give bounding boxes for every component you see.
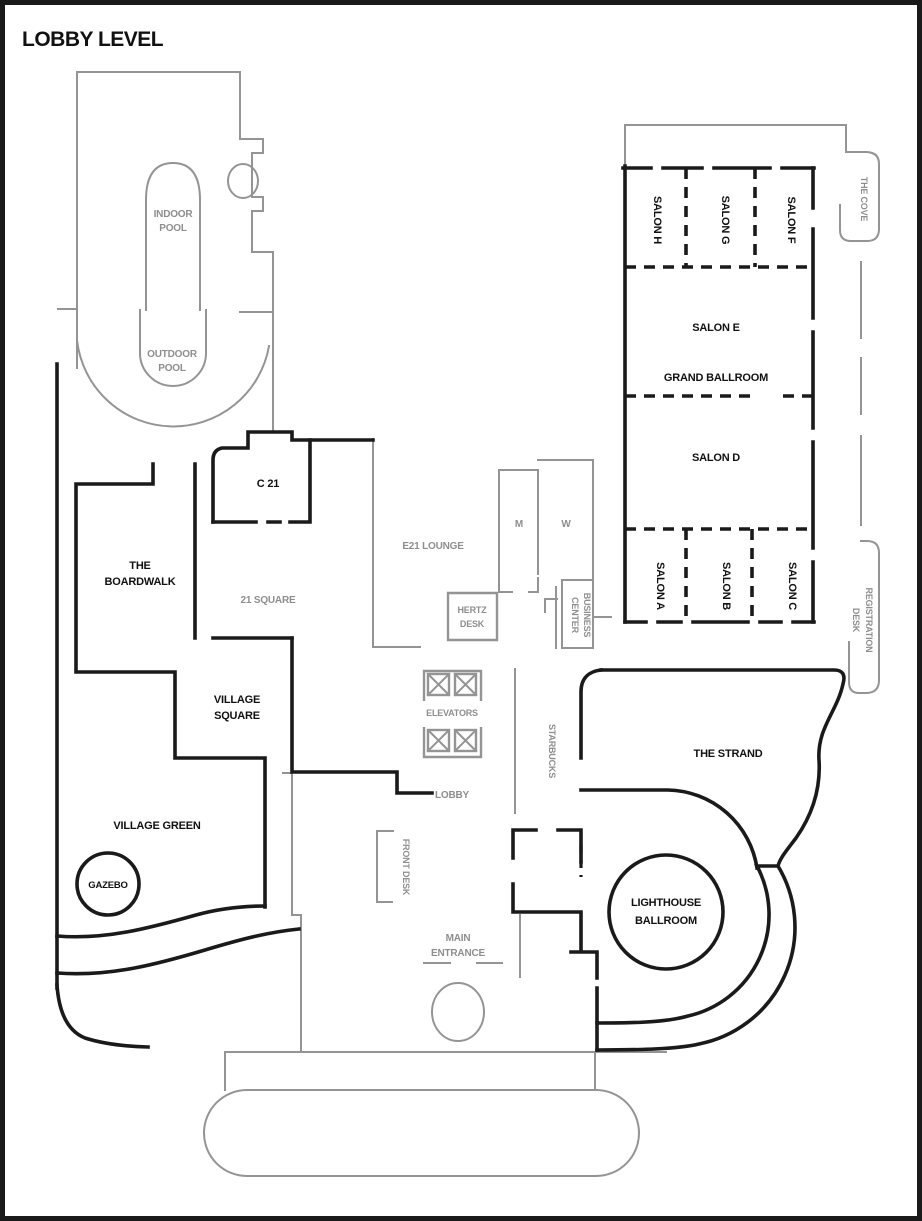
gray-building-outline xyxy=(57,71,880,1177)
revolving-door xyxy=(431,982,485,1042)
label-registration-desk: REGISTRATION xyxy=(864,588,874,653)
entrance-vestibule-walls xyxy=(511,828,599,1052)
label-registration-desk-2: DESK xyxy=(851,608,861,633)
boardwalk-west-walls xyxy=(74,462,267,909)
elevator-car-icon xyxy=(426,728,478,753)
e21-lounge-wall xyxy=(372,438,421,648)
label-main-entrance: MAIN xyxy=(446,933,471,944)
label-the-boardwalk-2: BOARDWALK xyxy=(105,576,176,588)
outdoor-pool-shape xyxy=(139,309,207,387)
label-salon-g: SALON G xyxy=(719,196,731,245)
village-green-path-lower xyxy=(55,927,301,976)
indoor-pool-shape xyxy=(145,161,201,311)
label-salon-a: SALON A xyxy=(654,562,666,610)
village-east-wall xyxy=(282,772,302,1053)
pool-deck-ticks xyxy=(57,308,274,313)
strand-west-wall xyxy=(579,668,603,760)
label-hertz-desk-2: DESK xyxy=(460,619,485,629)
label-outdoor-pool-2: POOL xyxy=(158,363,186,374)
pool-tower-outline xyxy=(76,71,274,431)
label-salon-d: SALON D xyxy=(692,452,740,464)
label-21-square: 21 SQUARE xyxy=(241,595,296,606)
label-business-center: BUSINESS xyxy=(582,593,592,638)
label-front-desk: FRONT DESK xyxy=(401,839,411,896)
page-title: LOBBY LEVEL xyxy=(22,28,164,51)
strand-inner-arc xyxy=(579,788,760,871)
elevator-car-icon xyxy=(426,672,478,697)
label-gazebo: GAZEBO xyxy=(88,880,127,891)
label-indoor-pool-2: POOL xyxy=(159,223,187,234)
village-green-path-upper xyxy=(55,904,267,939)
label-indoor-pool: INDOOR xyxy=(154,209,194,220)
ballroom-prefunction-outline xyxy=(624,124,867,167)
village-green-path-tail xyxy=(55,983,150,1049)
pool-deck-arc xyxy=(75,338,271,428)
mens-room-walls xyxy=(498,469,539,593)
label-grand-ballroom: GRAND BALLROOM xyxy=(664,372,768,384)
lighthouse-ballroom-circle xyxy=(607,853,725,971)
strand-outer-wall xyxy=(595,668,846,1052)
label-the-cove: THE COVE xyxy=(859,177,869,222)
driveway-canopy xyxy=(224,1051,667,1091)
elevator-bank-bottom-bracket xyxy=(422,727,483,759)
label-mens-room: M xyxy=(515,519,523,530)
label-hertz-desk: HERTZ xyxy=(458,605,488,615)
label-e21-lounge: E21 LOUNGE xyxy=(402,541,464,552)
label-main-entrance-2: ENTRANCE xyxy=(431,948,485,959)
gazebo-circle xyxy=(75,851,141,917)
c21-north-walls xyxy=(211,430,375,524)
village-square-east-wall xyxy=(290,636,434,795)
label-the-boardwalk: THE xyxy=(129,560,150,572)
the-cove-nook xyxy=(839,150,880,242)
label-womens-room: W xyxy=(561,519,571,530)
label-lobby: LOBBY xyxy=(435,790,470,801)
label-business-center-2: CENTER xyxy=(570,597,580,634)
registration-desk-nook xyxy=(848,540,880,694)
label-salon-h: SALON H xyxy=(651,196,663,244)
black-walls xyxy=(55,164,846,1052)
label-starbucks: STARBUCKS xyxy=(547,724,557,778)
label-salon-f: SALON F xyxy=(785,197,797,244)
label-village-square-2: SQUARE xyxy=(214,710,260,722)
label-lighthouse-ballroom-2: BALLROOM xyxy=(635,915,697,927)
elevator-bank-top-bracket xyxy=(422,669,483,701)
label-the-strand: THE STRAND xyxy=(694,748,763,760)
driveway-loop xyxy=(203,1089,640,1177)
hertz-desk-box xyxy=(446,591,499,642)
label-salon-e: SALON E xyxy=(692,322,740,334)
hot-tub xyxy=(227,163,259,199)
c21-south-walls xyxy=(211,438,312,524)
label-village-green: VILLAGE GREEN xyxy=(113,820,200,832)
label-elevators: ELEVATORS xyxy=(426,708,478,718)
label-salon-b: SALON B xyxy=(720,562,732,610)
ballroom-ring-wall xyxy=(595,864,780,1025)
label-village-square: VILLAGE xyxy=(214,694,260,706)
label-outdoor-pool: OUTDOOR xyxy=(147,349,198,360)
label-lighthouse-ballroom: LIGHTHOUSE xyxy=(631,897,701,909)
label-c21: C 21 xyxy=(257,478,280,490)
label-salon-c: SALON C xyxy=(786,562,798,610)
front-desk-counter xyxy=(376,830,394,903)
business-center-walls xyxy=(555,579,612,649)
